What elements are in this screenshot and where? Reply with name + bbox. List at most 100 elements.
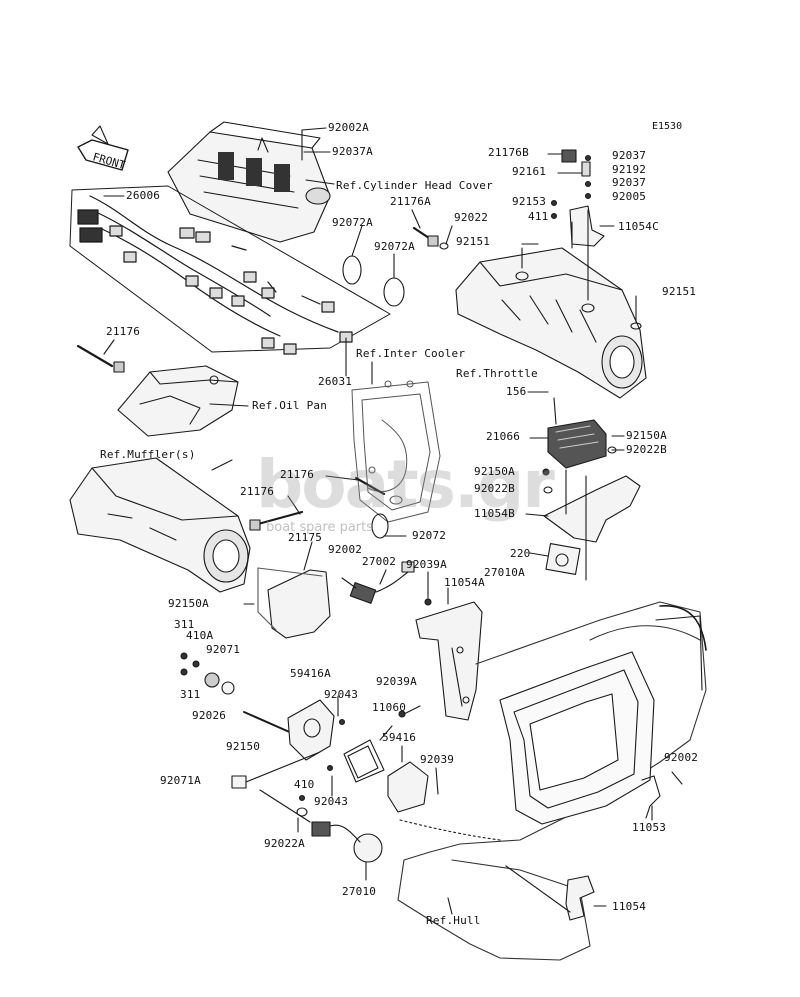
part-label-11053: 11053 xyxy=(632,821,667,834)
intake-manifold xyxy=(455,247,647,399)
part-label-27002: 27002 xyxy=(362,555,397,568)
part-label-11060: 11060 xyxy=(372,701,407,714)
part-label-92037-1: 92037 xyxy=(612,149,647,162)
watermark-tagline: boat spare parts xyxy=(266,520,374,535)
part-label-59416A: 59416A xyxy=(290,667,331,680)
part-label-21176: 21176 xyxy=(106,325,141,338)
part-label-27010: 27010 xyxy=(342,885,377,898)
part-label-92192: 92192 xyxy=(612,163,647,176)
part-label-92022A: 92022A xyxy=(264,837,305,850)
part-label-156: 156 xyxy=(506,385,527,398)
muffler xyxy=(69,457,251,593)
bracket-11054 xyxy=(565,875,595,921)
part-label-92072: 92072 xyxy=(412,529,447,542)
part-label-92002A: 92002A xyxy=(328,121,369,134)
part-label-92150A-1: 92150A xyxy=(626,429,667,442)
harness-band-1 xyxy=(342,255,362,285)
inter-cooler-ref xyxy=(351,380,441,523)
sensor-21176-lower xyxy=(256,510,304,526)
part-label-92002-1: 92002 xyxy=(328,543,363,556)
grommet-92026 xyxy=(204,672,220,688)
part-label-92022: 92022 xyxy=(454,211,489,224)
part-label-92153: 92153 xyxy=(512,195,547,208)
diagram-code: E1530 xyxy=(652,121,683,132)
bushing-92071A xyxy=(231,775,247,789)
ref-inter-cooler: Ref.Inter Cooler xyxy=(356,347,466,360)
ref-throttle: Ref.Throttle xyxy=(456,367,538,380)
coupler-27002 xyxy=(349,561,415,604)
ecu-21175 xyxy=(257,567,331,639)
part-label-92150A-3: 92150A xyxy=(168,597,209,610)
bolt-92150 xyxy=(243,711,295,735)
part-label-11054: 11054 xyxy=(612,900,647,913)
ref-hull: Ref.Hull xyxy=(426,914,481,927)
part-label-21176-3: 21176 xyxy=(240,485,275,498)
harness-band-2 xyxy=(383,277,405,307)
watermark-brand: boats.gr xyxy=(256,446,555,523)
hull xyxy=(397,601,707,961)
part-label-92071: 92071 xyxy=(206,643,241,656)
bracket-11053 xyxy=(641,775,661,819)
part-label-11054A: 11054A xyxy=(444,576,485,589)
part-label-92150A-2: 92150A xyxy=(474,465,515,478)
part-label-92151-1: 92151 xyxy=(456,235,491,248)
part-label-59416: 59416 xyxy=(382,731,417,744)
part-label-92161: 92161 xyxy=(512,165,547,178)
bracket-11054B xyxy=(543,469,641,581)
ref-oil-pan: Ref.Oil Pan xyxy=(252,399,328,412)
part-label-92071A: 92071A xyxy=(160,774,201,787)
part-label-220: 220 xyxy=(510,547,531,560)
part-label-92039A-2: 92039A xyxy=(376,675,417,688)
part-label-21066: 21066 xyxy=(486,430,521,443)
part-label-410: 410 xyxy=(294,778,315,791)
part-label-92072A-1: 92072A xyxy=(332,216,373,229)
part-label-311-2: 311 xyxy=(180,688,201,701)
part-label-27010A: 27010A xyxy=(484,566,525,579)
part-label-11054B: 11054B xyxy=(474,507,515,520)
regulator-21066 xyxy=(547,397,607,469)
sensor-21176A xyxy=(412,226,449,250)
part-label-92151-2: 92151 xyxy=(662,285,697,298)
part-label-21176-2: 21176 xyxy=(280,468,315,481)
part-label-26031: 26031 xyxy=(318,375,353,388)
gasket-11060 xyxy=(343,739,385,783)
bracket-11054A xyxy=(415,601,483,721)
part-label-92005: 92005 xyxy=(612,190,647,203)
harness-group-outline xyxy=(69,185,391,353)
part-label-21175: 21175 xyxy=(288,531,323,544)
ref-cylinder-head-cover: Ref.Cylinder Head Cover xyxy=(336,179,493,192)
bushing-92071 xyxy=(221,681,235,695)
relay-27010 xyxy=(311,821,383,881)
band-92072 xyxy=(371,513,389,539)
bracket-59416A xyxy=(287,699,335,761)
part-label-21176A: 21176A xyxy=(390,195,431,208)
part-label-411: 411 xyxy=(528,210,549,223)
bracket-59416 xyxy=(387,761,429,813)
part-label-92072A-2: 92072A xyxy=(374,240,415,253)
cylinder-head-cover xyxy=(167,121,331,243)
part-label-26006: 26006 xyxy=(126,189,161,202)
part-label-92037-2: 92037 xyxy=(612,176,647,189)
ref-mufflers: Ref.Muffler(s) xyxy=(100,448,196,461)
wiring-harness xyxy=(77,195,353,355)
part-label-21176B: 21176B xyxy=(488,146,529,159)
front-arrow-icon: FRONT xyxy=(77,125,129,172)
part-label-92039A-1: 92039A xyxy=(406,558,447,571)
part-label-92043-1: 92043 xyxy=(324,688,359,701)
relay-27010A xyxy=(529,543,581,575)
oil-pan xyxy=(117,365,239,437)
part-label-92037A: 92037A xyxy=(332,145,373,158)
knock-sensor-21176 xyxy=(76,344,125,373)
part-label-92022B-2: 92022B xyxy=(474,482,515,495)
part-label-92043-2: 92043 xyxy=(314,795,349,808)
sensor-bracket-11054C xyxy=(550,149,605,247)
watermark-logo: boats.gr boat spare parts xyxy=(256,452,556,542)
part-label-92022B-1: 92022B xyxy=(626,443,667,456)
sensor-21176-upper xyxy=(354,476,386,496)
part-label-311-1: 311 xyxy=(174,618,195,631)
part-label-92150: 92150 xyxy=(226,740,261,753)
part-label-92002-2: 92002 xyxy=(664,751,699,764)
part-label-92039: 92039 xyxy=(420,753,455,766)
